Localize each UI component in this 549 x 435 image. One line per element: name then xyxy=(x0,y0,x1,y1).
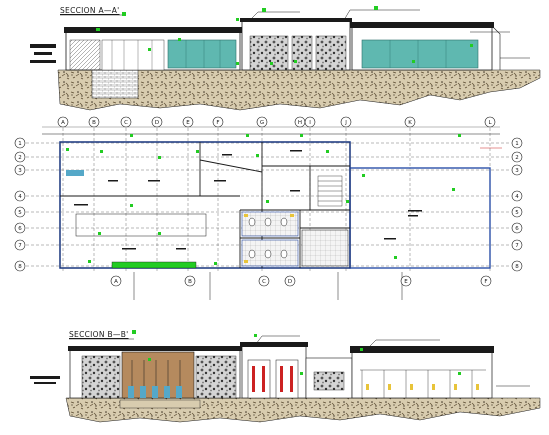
grid-bubble-bottom-circle xyxy=(284,275,296,287)
grid-bubble-right-label: 8 xyxy=(515,264,519,270)
grid-bubble-bottom-circle xyxy=(184,275,196,287)
grid-bubble-left-circle xyxy=(14,164,26,176)
grid-bubble-bottom-label: D xyxy=(288,279,292,285)
grid-bubble-bottom-circle xyxy=(258,275,270,287)
grid-bubble-right-circle xyxy=(511,206,523,218)
grid-bubble-top-label: G xyxy=(260,120,264,126)
grid-bubble-right-label: 6 xyxy=(515,226,519,232)
section-a-title: SECCION A—A' xyxy=(60,6,120,15)
section-b-title: SECCION B—B' xyxy=(69,330,129,339)
grid-bubble-right-circle xyxy=(511,190,523,202)
grid-bubble-top-circle xyxy=(182,116,194,128)
grid-bubble-top-circle xyxy=(484,116,496,128)
grid-bubble-top-circle xyxy=(212,116,224,128)
grid-bubble-top-circle xyxy=(120,116,132,128)
grid-bubble-top-label: K xyxy=(408,120,412,126)
grid-bubble-left-label: 7 xyxy=(18,243,22,249)
section-b-elevation xyxy=(30,330,541,423)
grid-bubble-top-circle xyxy=(340,116,352,128)
grid-bubble-right-label: 7 xyxy=(515,243,519,249)
grid-bubble-left-circle xyxy=(14,239,26,251)
grid-bubble-top-label: B xyxy=(92,120,96,126)
grid-bubble-right-circle xyxy=(511,151,523,163)
grid-bubble-right-circle xyxy=(511,164,523,176)
grid-bubble-left-label: 5 xyxy=(18,210,22,216)
grid-bubble-bottom-label: E xyxy=(404,279,408,285)
grid-bubble-top-circle xyxy=(88,116,100,128)
grid-bubble-top-circle xyxy=(256,116,268,128)
grid-bubble-top-circle xyxy=(404,116,416,128)
grid-bubble-right-label: 1 xyxy=(515,141,519,147)
grid-bubble-right-circle xyxy=(511,239,523,251)
grid-bubble-top-label: H xyxy=(298,120,302,126)
grid-bubble-top-label: D xyxy=(155,120,159,126)
grid-bubble-left-label: 3 xyxy=(18,168,22,174)
grid-bubble-left-label: 6 xyxy=(18,226,22,232)
grid-bubble-top-label: I xyxy=(309,120,311,126)
grid-bubble-right-label: 3 xyxy=(515,168,519,174)
grid-bubble-bottom-circle xyxy=(400,275,412,287)
grid-bubbles-top: A B C D E F G H I J K L xyxy=(57,116,496,128)
grid-bubble-right-circle xyxy=(511,137,523,149)
grid-bubble-bottom-label: F xyxy=(484,279,487,285)
grid-bubble-bottom-circle xyxy=(480,275,492,287)
grid-bubble-top-label: E xyxy=(186,120,190,126)
floor-plan: A B C D E F G H I J K L 1 2 3 4 5 6 7 8 1 2 3 4 5 6 7 8 A B C D E F xyxy=(14,116,523,300)
grid-bubble-right-circle xyxy=(511,260,523,272)
section-a-elevation xyxy=(30,6,541,111)
grid-bubble-left-circle xyxy=(14,260,26,272)
grid-bubbles-left: 1 2 3 4 5 6 7 8 xyxy=(14,137,26,272)
grid-bubble-right-circle xyxy=(511,222,523,234)
grid-bubble-left-circle xyxy=(14,151,26,163)
grid-bubble-left-label: 2 xyxy=(18,155,22,161)
grid-bubble-top-label: L xyxy=(488,120,492,126)
grid-bubble-right-label: 2 xyxy=(515,155,519,161)
grid-bubble-top-label: J xyxy=(344,120,347,126)
grid-bubble-top-label: C xyxy=(124,120,128,126)
grid-bubble-bottom-label: C xyxy=(262,279,266,285)
grid-bubble-bottom-circle xyxy=(110,275,122,287)
grid-bubble-left-label: 1 xyxy=(18,141,22,147)
grid-bubble-left-circle xyxy=(14,137,26,149)
grid-bubble-top-circle xyxy=(151,116,163,128)
grid-bubbles-right: 1 2 3 4 5 6 7 8 xyxy=(511,137,523,272)
grid-bubble-top-label: A xyxy=(61,120,65,126)
grid-bubble-bottom-label: B xyxy=(188,279,192,285)
grid-bubble-bottom-label: A xyxy=(114,279,118,285)
grid-bubble-left-circle xyxy=(14,222,26,234)
grid-bubble-right-label: 5 xyxy=(515,210,519,216)
grid-bubbles-bottom: A B C D E F xyxy=(110,275,492,287)
grid-bubble-top-circle xyxy=(57,116,69,128)
grid-bubble-right-label: 4 xyxy=(515,194,519,200)
grid-bubble-left-label: 8 xyxy=(18,264,22,270)
grid-bubble-top-label: F xyxy=(216,120,219,126)
grid-bubble-left-circle xyxy=(14,206,26,218)
grid-bubble-left-circle xyxy=(14,190,26,202)
grid-bubble-left-label: 4 xyxy=(18,194,22,200)
grid-bubble-top-circle xyxy=(304,116,316,128)
